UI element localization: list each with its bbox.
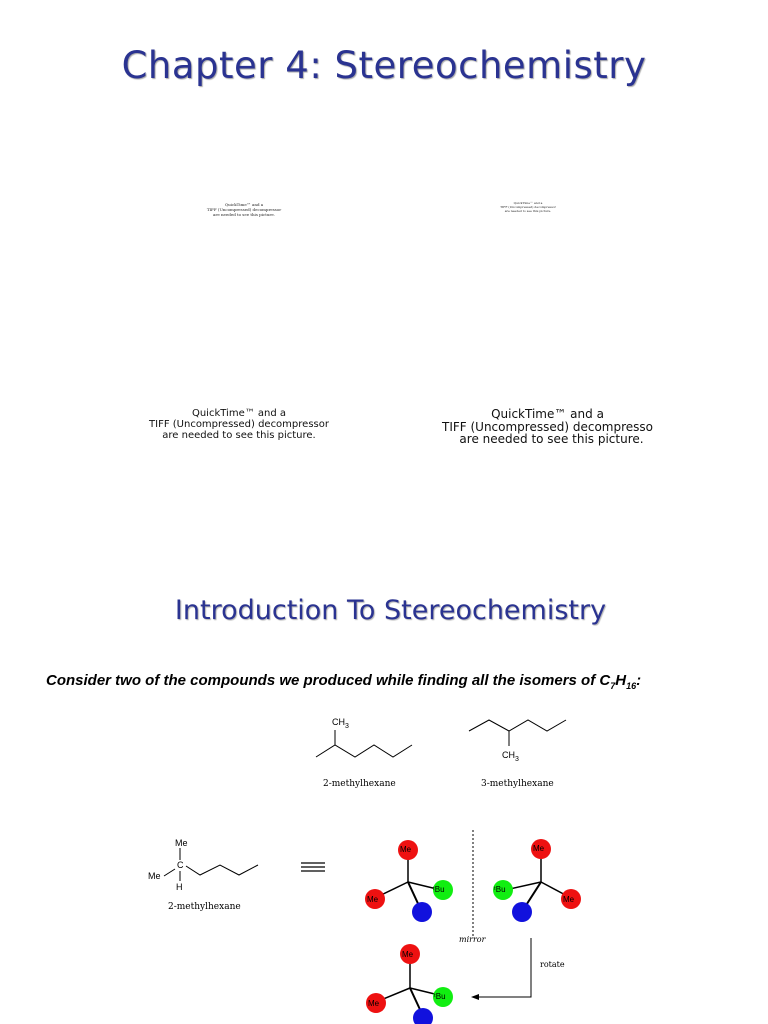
subscript: 3: [515, 755, 519, 763]
compound-name-2-methylhexane: 2-methylhexane: [323, 779, 396, 789]
placeholder-line: TIFF (Uncompressed) decompresso: [441, 419, 653, 434]
ball-and-stick-models: [365, 830, 581, 1024]
me-label: Me: [148, 871, 161, 881]
me-label: Me: [368, 999, 380, 1008]
intro-sentence: Consider two of the compounds we produce…: [46, 672, 641, 691]
tbu-atom-icon: [493, 880, 513, 900]
me-label: Me: [367, 895, 379, 904]
me-label: Me: [533, 844, 545, 853]
intro-colon: :: [636, 672, 642, 689]
rotate-label: rotate: [540, 960, 565, 969]
arrowhead-icon: [471, 994, 479, 1000]
quicktime-placeholder-4: QuickTime™ and a TIFF (Uncompressed) dec…: [425, 408, 670, 446]
placeholder-line: TIFF (Uncompressed) decompressor: [206, 207, 282, 212]
subscript: 16: [626, 681, 637, 691]
placeholder-line: are needed to see this picture.: [504, 209, 552, 213]
c-label: C: [177, 860, 184, 870]
placeholder-line: TIFF (Uncompressed) decompressor: [149, 419, 329, 430]
me-atom-icon: [365, 889, 385, 909]
tbu-atom-icon: [433, 987, 453, 1007]
me-label: Me: [563, 895, 575, 904]
subscript: 3: [345, 722, 349, 730]
methyl-text: CH: [332, 717, 345, 727]
3-methylhexane-skeleton: [468, 719, 567, 732]
me-atom-icon: [561, 889, 581, 909]
me-atom-icon: [531, 839, 551, 859]
intro-text: Consider two of the compounds we produce…: [46, 672, 611, 689]
tbu-label: ᵗBu: [434, 992, 446, 1001]
quicktime-placeholder-3: QuickTime™ and a TIFF (Uncompressed) dec…: [144, 408, 334, 441]
model-1: [365, 840, 453, 922]
methyl-label: CH3: [332, 717, 349, 730]
section-title: Introduction To Stereochemistry: [174, 595, 607, 626]
subscript: 7: [610, 681, 616, 691]
methyl-label: CH3: [502, 750, 519, 763]
me-label: Me: [402, 950, 414, 959]
2-methylhexane-skeleton: [315, 744, 413, 758]
model-3: [366, 944, 453, 1024]
left-structure: [163, 848, 259, 881]
tbu-label: ᵗBu: [433, 885, 445, 894]
mirror-label: mirror: [459, 935, 486, 944]
me-label: Me: [175, 838, 188, 848]
me-atom-icon: [398, 840, 418, 860]
intro-h: H: [615, 672, 627, 689]
placeholder-line: QuickTime™ and a: [224, 202, 264, 207]
tbu-label: ᵗBu: [494, 885, 506, 894]
tbu-atom-icon: [433, 880, 453, 900]
methyl-text: CH: [502, 750, 515, 760]
h-atom-icon: [412, 902, 432, 922]
h-atom-icon: [413, 1008, 433, 1024]
placeholder-line: QuickTime™ and a: [491, 407, 604, 421]
compound-name-left: 2-methylhexane: [168, 902, 241, 912]
placeholder-line: are needed to see this picture.: [459, 432, 644, 446]
model-2: [493, 839, 581, 922]
placeholder-line: QuickTime™ and a: [191, 408, 287, 419]
placeholder-line: are needed to see this picture.: [213, 212, 275, 217]
compound-name-3-methylhexane: 3-methylhexane: [481, 779, 554, 789]
chapter-title: Chapter 4: Stereochemistry: [121, 44, 647, 87]
placeholder-line: are needed to see this picture.: [162, 430, 316, 441]
h-atom-icon: [512, 902, 532, 922]
placeholder-line: QuickTime™ and a: [513, 201, 543, 205]
equivalence-icon: [301, 862, 325, 872]
quicktime-placeholder-1: QuickTime™ and a TIFF (Uncompressed) dec…: [196, 202, 292, 217]
h-label: H: [176, 882, 183, 892]
skeletal-structures: [315, 719, 567, 758]
placeholder-line: TIFF (Uncompressed) decompressor: [500, 205, 556, 209]
me-atom-icon: [400, 944, 420, 964]
rotate-arrow: [475, 938, 532, 998]
me-label: Me: [400, 845, 412, 854]
me-atom-icon: [366, 993, 386, 1013]
quicktime-placeholder-2: QuickTime™ and a TIFF (Uncompressed) dec…: [497, 201, 559, 213]
